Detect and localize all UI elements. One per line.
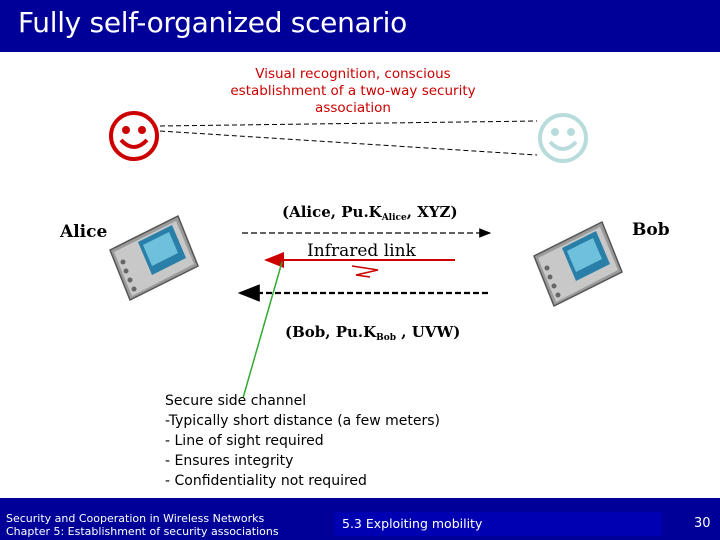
bob-message-subscript: Bob <box>376 333 397 343</box>
side-channel-line <box>242 261 283 399</box>
bob-message-suffix: , UVW) <box>396 323 461 341</box>
footer-section: 5.3 Exploiting mobility <box>342 516 483 531</box>
alice-message-prefix: (Alice, Pu.K <box>282 203 382 221</box>
alice-message-suffix: , XYZ) <box>406 203 458 221</box>
smiley-bob-icon <box>538 113 588 163</box>
recognition-line-2: establishment of a two-way security <box>230 83 476 99</box>
side-channel-item: -Typically short distance (a few meters) <box>165 413 440 429</box>
lightning-icon <box>351 265 379 278</box>
slide-title: Fully self-organized scenario <box>18 6 407 39</box>
pda-alice-icon <box>109 214 199 302</box>
alice-message-subscript: Alice <box>381 213 407 223</box>
footer-course: Security and Cooperation in Wireless Net… <box>6 512 279 538</box>
footer-section-box: 5.3 Exploiting mobility <box>334 512 662 536</box>
recognition-line-bottom <box>159 130 538 156</box>
side-channel-text: Secure side channel -Typically short dis… <box>165 391 440 491</box>
bob-label: Bob <box>632 220 670 240</box>
alice-message: (Alice, Pu.KAlice, XYZ) <box>282 203 458 223</box>
infrared-label: Infrared link <box>307 241 416 261</box>
recognition-line-1: Visual recognition, conscious <box>255 66 451 82</box>
bob-message: (Bob, Pu.KBob , UVW) <box>285 323 460 343</box>
recognition-line-top <box>159 120 538 127</box>
side-channel-heading: Secure side channel <box>165 393 307 409</box>
recognition-caption: Visual recognition, conscious establishm… <box>210 66 496 117</box>
alice-label: Alice <box>60 222 108 242</box>
footer-bar: Security and Cooperation in Wireless Net… <box>0 498 720 540</box>
page-number: 30 <box>694 516 711 531</box>
side-channel-item: - Confidentiality not required <box>165 473 367 489</box>
recognition-line-3: association <box>315 100 391 116</box>
side-channel-item: - Line of sight required <box>165 433 324 449</box>
footer-line-2: Chapter 5: Establishment of security ass… <box>6 525 279 538</box>
pda-bob-icon <box>533 220 623 308</box>
title-bar: Fully self-organized scenario <box>0 0 720 52</box>
footer-line-1: Security and Cooperation in Wireless Net… <box>6 512 265 525</box>
bob-message-prefix: (Bob, Pu.K <box>285 323 377 341</box>
side-channel-item: - Ensures integrity <box>165 453 294 469</box>
smiley-alice-icon <box>109 111 159 161</box>
